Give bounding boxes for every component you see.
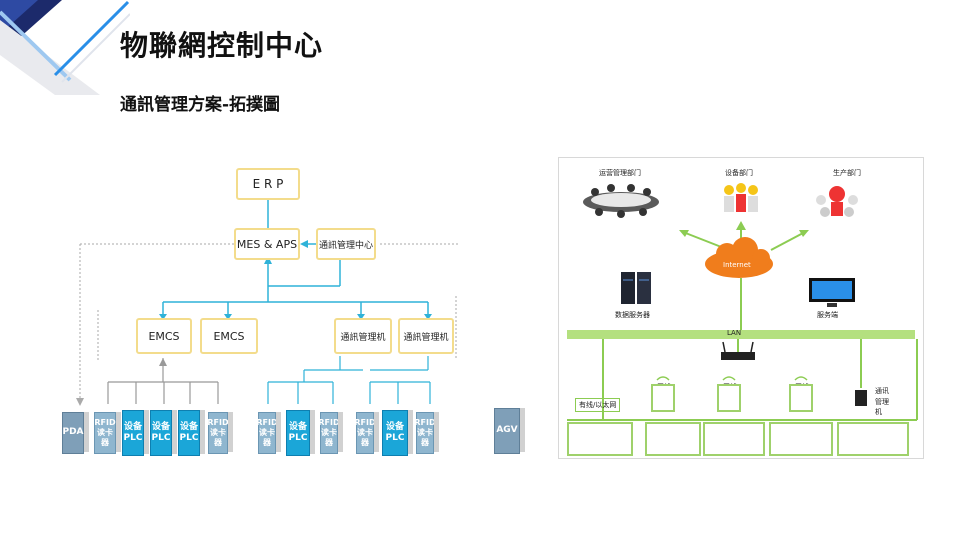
corner-decoration <box>0 0 130 95</box>
agv-device: AGV <box>494 408 525 454</box>
rfid-reader-1: RFID 读卡 器 <box>94 412 121 454</box>
phone-frame-3 <box>789 384 813 412</box>
machine-frame-5 <box>837 422 909 456</box>
phone-frame-1 <box>651 384 675 412</box>
device-plc-3: 设备 PLC <box>178 410 205 456</box>
data-server-label: 数据服务器 <box>615 311 650 319</box>
comm-machine-box-2: 通訊管理机 <box>398 318 454 354</box>
machine-frame-2 <box>645 422 701 456</box>
rfid-reader-5: RFID 读卡 器 <box>354 412 379 454</box>
page-subtitle: 通訊管理方案-拓撲圖 <box>120 95 281 115</box>
rfid-reader-2: RFID 读卡 器 <box>207 412 233 454</box>
erp-box: E R P <box>236 168 300 200</box>
lan-bar <box>567 330 915 339</box>
emcs-box-1: EMCS <box>136 318 192 354</box>
wired-network-label: 有线/以太网 <box>575 398 621 412</box>
topology-diagram-right: 运营管理部门 设备部门 生产部门 Internet 数据服务器 服务端 LAN … <box>558 157 924 459</box>
page-title: 物聯網控制中心 <box>120 29 324 62</box>
dept-ops-label: 运营管理部门 <box>599 169 641 177</box>
rfid-reader-6: RFID 读卡 器 <box>414 412 439 454</box>
topology-diagram-left: E R P MES & APS 通訊管理中心 EMCS EMCS 通訊管理机 通… <box>58 160 525 460</box>
right-connectors <box>567 183 918 450</box>
emcs-box-2: EMCS <box>200 318 258 354</box>
dept-equipment-label: 设备部门 <box>725 169 753 177</box>
rfid-reader-4: RFID 读卡 器 <box>318 412 343 454</box>
machine-frame-4 <box>769 422 833 456</box>
left-connectors <box>76 200 460 406</box>
dept-production-label: 生产部门 <box>833 169 861 177</box>
phone-frame-2 <box>717 384 741 412</box>
device-plc-4: 设备 PLC <box>286 410 315 456</box>
comm-machine-box-1: 通訊管理机 <box>334 318 392 354</box>
server-end-label: 服务端 <box>817 311 838 319</box>
machine-frame-3 <box>703 422 765 456</box>
lan-label: LAN <box>727 329 742 337</box>
mes-aps-box: MES & APS <box>234 228 300 260</box>
comm-center-box: 通訊管理中心 <box>316 228 376 260</box>
machine-frame-1 <box>567 422 633 456</box>
rfid-reader-3: RFID 读卡 器 <box>256 412 281 454</box>
pda-device: PDA <box>62 412 89 454</box>
device-plc-5: 设备 PLC <box>382 410 413 456</box>
comm-manager-label: 通讯 管理 机 <box>875 387 889 416</box>
device-plc-2: 设备 PLC <box>150 410 177 456</box>
internet-label: Internet <box>723 261 751 269</box>
device-plc-1: 设备 PLC <box>122 410 149 456</box>
